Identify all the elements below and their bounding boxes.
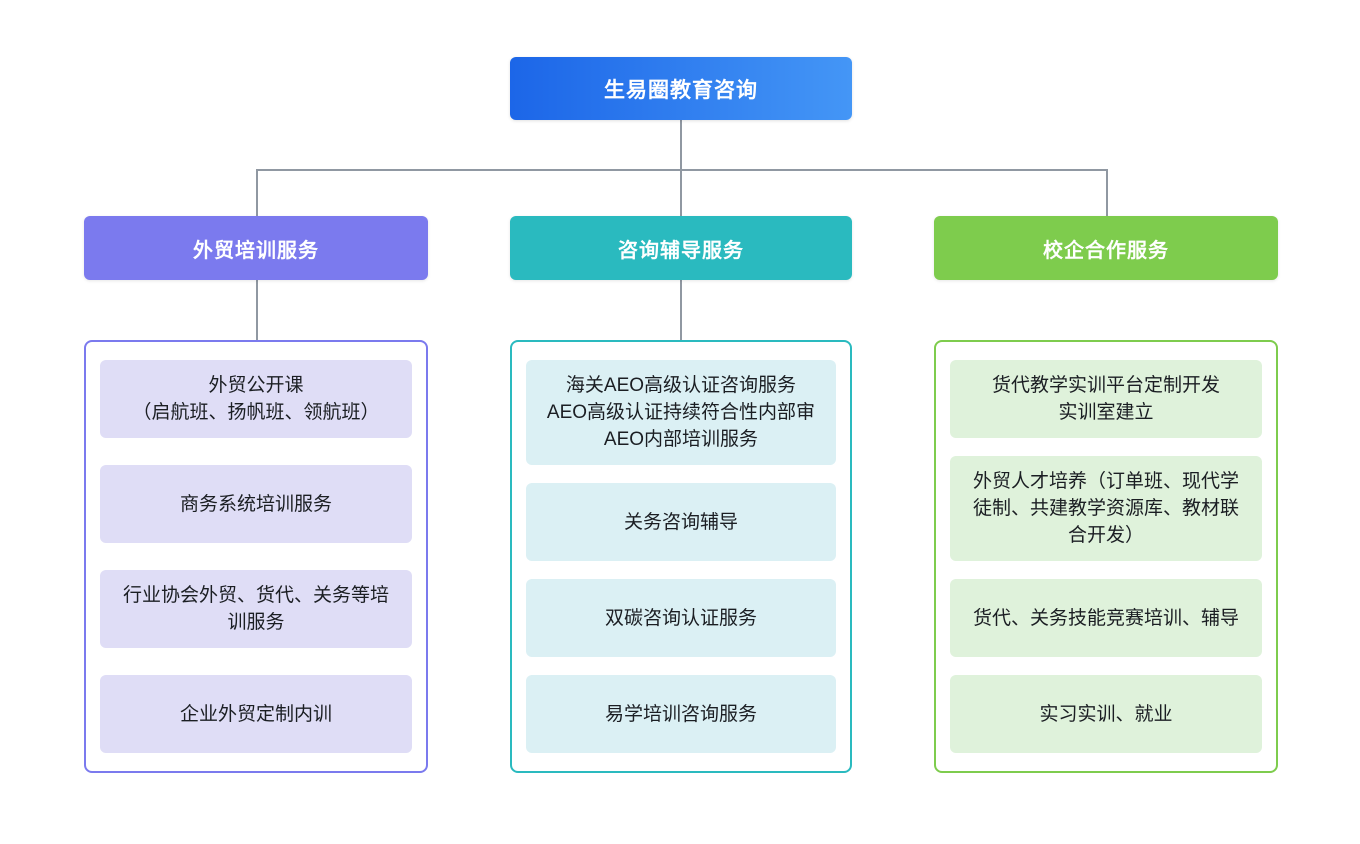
branch-panel-school-enterprise: 货代教学实训平台定制开发 实训室建立外贸人才培养（订单班、现代学徒制、共建教学资… xyxy=(934,340,1278,773)
service-item: 关务咨询辅导 xyxy=(526,483,836,561)
connector-root-vertical xyxy=(680,120,682,169)
branch-header-consulting-coaching: 咨询辅导服务 xyxy=(510,216,852,280)
service-item: 外贸人才培养（订单班、现代学徒制、共建教学资源库、教材联合开发） xyxy=(950,456,1262,561)
connector-left-panel-drop xyxy=(256,280,258,340)
branch-header-label: 校企合作服务 xyxy=(1043,239,1169,262)
root-node: 生易圈教育咨询 xyxy=(510,57,852,120)
branch-header-label: 咨询辅导服务 xyxy=(618,239,744,262)
branch-header-label: 外贸培训服务 xyxy=(193,239,319,262)
root-node-label: 生易圈教育咨询 xyxy=(604,78,758,102)
service-item: 货代教学实训平台定制开发 实训室建立 xyxy=(950,360,1262,438)
connector-middle-panel-drop xyxy=(680,280,682,340)
service-item: 海关AEO高级认证咨询服务 AEO高级认证持续符合性内部审 AEO内部培训服务 xyxy=(526,360,836,465)
service-item: 商务系统培训服务 xyxy=(100,465,412,543)
service-item: 双碳咨询认证服务 xyxy=(526,579,836,657)
branch-panel-consulting-coaching: 海关AEO高级认证咨询服务 AEO高级认证持续符合性内部审 AEO内部培训服务关… xyxy=(510,340,852,773)
connector-middle-branch-drop xyxy=(680,169,682,216)
connector-right-branch-drop xyxy=(1106,169,1108,216)
branch-header-school-enterprise: 校企合作服务 xyxy=(934,216,1278,280)
branch-header-foreign-trade-training: 外贸培训服务 xyxy=(84,216,428,280)
service-item: 易学培训咨询服务 xyxy=(526,675,836,753)
connector-horizontal-rail xyxy=(256,169,1107,171)
service-item: 实习实训、就业 xyxy=(950,675,1262,753)
service-item: 企业外贸定制内训 xyxy=(100,675,412,753)
service-item: 外贸公开课 （启航班、扬帆班、领航班） xyxy=(100,360,412,438)
service-item: 行业协会外贸、货代、关务等培训服务 xyxy=(100,570,412,648)
service-item: 货代、关务技能竞赛培训、辅导 xyxy=(950,579,1262,657)
branch-panel-foreign-trade-training: 外贸公开课 （启航班、扬帆班、领航班） 商务系统培训服务行业协会外贸、货代、关务等… xyxy=(84,340,428,773)
connector-left-branch-drop xyxy=(256,169,258,216)
